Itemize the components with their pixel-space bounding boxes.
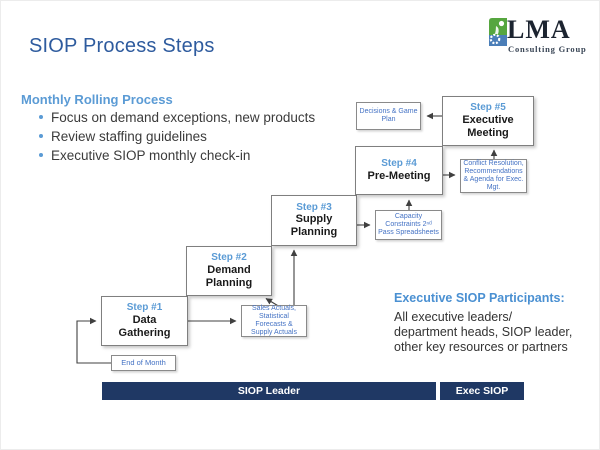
artifact-capacity-constraints: Capacity Constraints 2ⁿᵈ Pass Spreadshee… <box>375 210 442 240</box>
bullet-text: Focus on demand exceptions, new products <box>51 110 316 125</box>
lane-exec-siop: Exec SIOP <box>440 382 524 400</box>
step-name: Executive Meeting <box>462 113 514 139</box>
bullet-text: Executive SIOP monthly check-in <box>51 148 251 163</box>
step-label: Step #2 <box>211 252 247 264</box>
step-label: Step #1 <box>126 302 163 314</box>
artifact-conflict-resolution: Conflict Resolution, Recommendations & A… <box>460 159 527 193</box>
step-box-5: Step #5 Executive Meeting <box>442 96 534 146</box>
artifact-decisions-game-plan: Decisions & Game Plan <box>356 102 421 130</box>
participants-heading: Executive SIOP Participants: <box>394 291 565 305</box>
intro-heading: Monthly Rolling Process <box>21 92 173 107</box>
bullet-icon <box>39 153 43 158</box>
bullet-icon <box>39 134 43 139</box>
step-name: Demand Planning <box>205 263 253 289</box>
step-box-3: Step #3 Supply Planning <box>271 195 357 246</box>
list-item: Focus on demand exceptions, new products <box>39 110 315 125</box>
artifact-sales-actuals: Sales Actuals, Statistical Forecasts & S… <box>241 305 307 337</box>
company-logo: LMA Consulting Group <box>487 15 586 59</box>
step-box-1: Step #1 Data Gathering <box>101 296 188 346</box>
logo-text: LMA <box>507 15 571 44</box>
list-item: Review staffing guidelines <box>39 129 207 144</box>
list-item: Executive SIOP monthly check-in <box>39 148 250 163</box>
page-title: SIOP Process Steps <box>29 35 215 57</box>
step-name: Pre-Meeting <box>367 169 431 182</box>
artifact-end-of-month: End of Month <box>111 355 176 371</box>
logo-subtitle: Consulting Group <box>508 44 587 54</box>
lma-logo-icon <box>489 18 507 46</box>
step-box-2: Step #2 Demand Planning <box>186 246 272 296</box>
step-label: Step #5 <box>470 102 506 114</box>
lane-siop-leader: SIOP Leader <box>102 382 436 400</box>
participants-line: All executive leaders/ <box>394 310 513 324</box>
participants-line: department heads, SIOP leader, <box>394 325 573 339</box>
step-label: Step #4 <box>381 158 417 170</box>
participants-line: other key resources or partners <box>394 340 568 354</box>
step-name: Data Gathering <box>118 313 171 339</box>
step-name: Supply Planning <box>290 213 338 239</box>
bullet-text: Review staffing guidelines <box>51 129 207 144</box>
bullet-icon <box>39 115 43 120</box>
step-label: Step #3 <box>296 201 332 213</box>
step-box-4: Step #4 Pre-Meeting <box>355 146 443 195</box>
